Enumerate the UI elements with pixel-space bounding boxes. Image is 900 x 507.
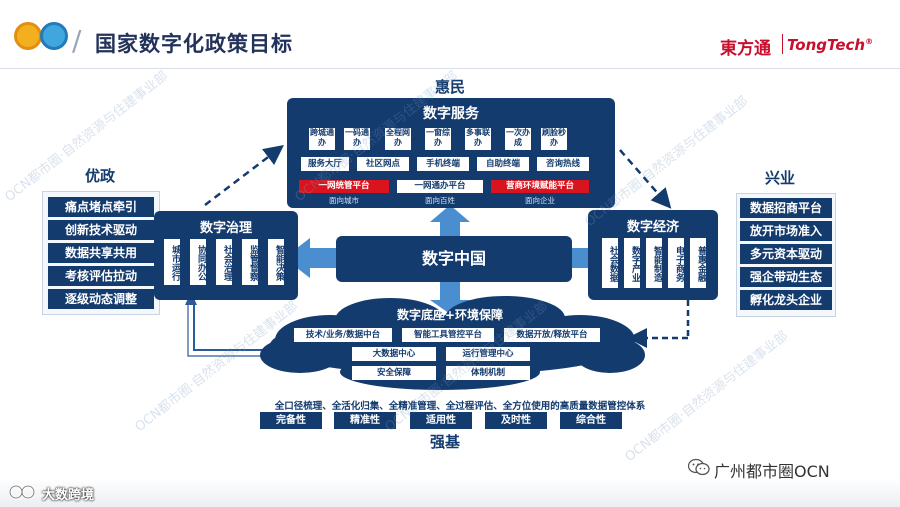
data-governance-line: 全口径梳理、全活化归集、全精准管理、全过程评估、全方位使用的高质量数据管控体系 [274,401,646,412]
cloud-item: 安全保障 [352,366,436,380]
service-item: 刷脸秒办 [541,128,567,150]
brand-name-cn: 東方通 [720,39,771,59]
audience-label: 面向城市 [329,196,359,205]
cloud-item: 运行管理中心 [446,347,530,361]
economy-item: 智能制造 [646,238,662,288]
title-slash-icon: / [72,24,82,57]
channel-item: 咨询热线 [537,157,589,171]
header-logo [14,22,76,56]
label-huimin: 惠民 [434,78,465,96]
service-item: 多事联办 [465,128,491,150]
left-item: 数据共享共用 [48,243,154,263]
audience-label: 面向企业 [525,196,555,205]
audience-label: 面向百姓 [425,196,455,205]
channel-item: 自助终端 [477,157,529,171]
wechat-account-name: 广州都市圈OCN [714,462,830,481]
right-item: 孵化龙头企业 [740,290,832,310]
page-title: 国家数字化政策目标 [95,32,293,56]
service-item: 一码通办 [344,128,370,150]
digital-china-box: 数字中国 [336,236,572,282]
label-qiangji: 强基 [429,433,460,451]
left-item: 创新技术驱动 [48,220,154,240]
brand-divider [782,34,783,54]
footer-shade [0,478,900,507]
governance-item: 社会治理 [216,239,232,285]
cloud-item: 智能工具管控平台 [402,328,494,342]
right-item: 多元资本驱动 [740,244,832,264]
quality-item: 适用性 [410,412,472,429]
governance-item: 智能决策 [268,239,284,285]
governance-item: 监管督察 [242,239,258,285]
quality-item: 完备性 [260,412,322,429]
wechat-icon [687,458,710,476]
digital-governance-box: 数字治理 城市运行 协同办公 社会治理 监管督察 智能决策 [154,211,298,300]
label-youzheng: 优政 [84,167,115,185]
digital-economy-title: 数字经济 [626,220,679,235]
left-item: 考核评估拉动 [48,266,154,286]
service-item: 一次办成 [505,128,531,150]
platform-item: 营商环境赋能平台 [491,180,589,193]
economy-item: 普惠金融 [690,238,706,288]
header-divider [0,68,900,69]
quality-item: 及时性 [485,412,547,429]
right-item: 放开市场准入 [740,221,832,241]
governance-item: 城市运行 [164,239,180,285]
right-item: 强企带动生态 [740,267,832,287]
platform-item: 一网通办平台 [397,180,483,193]
service-item: 全程网办 [385,128,411,150]
channel-item: 服务大厅 [301,157,349,171]
cloud-item: 体制机制 [446,366,530,380]
quality-item: 综合性 [560,412,622,429]
channel-item: 社区网点 [357,157,409,171]
cloud-item: 大数据中心 [352,347,436,361]
digital-services-box: 数字服务 跨城通办 一码通办 全程网办 一窗综办 多事联办 一次办成 刷脸秒办 … [287,98,615,208]
economy-item: 社会数据 [602,238,618,288]
cloud-item: 技术/业务/数据中台 [294,328,392,342]
digital-economy-box: 数字经济 社会数据 数字产业 智能制造 电子商务 普惠金融 [588,210,718,300]
channel-item: 手机终端 [417,157,469,171]
corner-account-name: 大数跨境 [42,488,95,503]
cloud-title: 数字底座+环境保障 [396,308,504,322]
logo-circle-left-icon [14,22,42,50]
economy-item: 数字产业 [624,238,640,288]
quality-item: 精准性 [334,412,396,429]
logo-circle-right-icon [40,22,68,50]
digital-governance-title: 数字治理 [199,221,252,236]
label-xingye: 兴业 [764,169,795,187]
service-item: 一窗综办 [425,128,451,150]
economy-item: 电子商务 [668,238,684,288]
left-item: 痛点堵点牵引 [48,197,154,217]
corner-logo-icon [8,482,38,502]
service-item: 跨城通办 [309,128,335,150]
digital-services-title: 数字服务 [423,106,479,122]
right-item: 数据招商平台 [740,198,832,218]
brand-name-en: TongTech® [787,36,874,54]
governance-item: 协同办公 [190,239,206,285]
cloud-item: 数据开放/释放平台 [504,328,600,342]
left-item: 逐级动态调整 [48,289,154,309]
platform-item: 一网统管平台 [299,180,389,193]
